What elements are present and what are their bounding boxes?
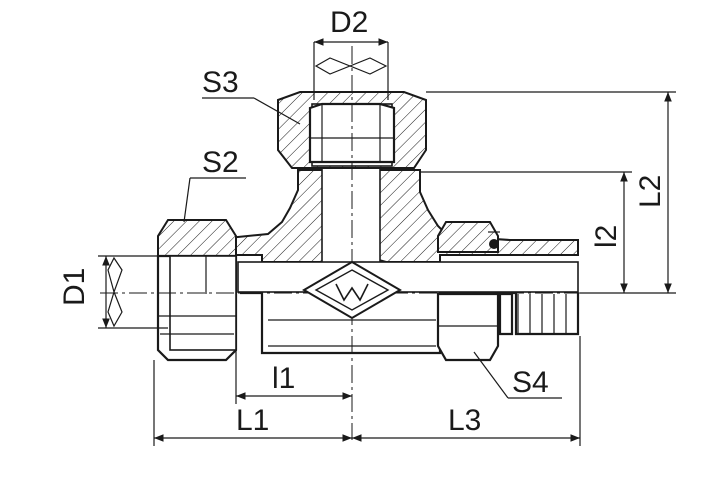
run-bore [237, 261, 579, 293]
label-small-l1: l1 [272, 362, 295, 395]
dimension-small-l1: l1 [235, 350, 352, 404]
label-s2: S2 [202, 146, 239, 179]
dimension-small-l2: l2 [420, 171, 632, 293]
label-s4: S4 [512, 366, 549, 399]
label-s3: S3 [202, 66, 239, 99]
label-l3: L3 [448, 404, 481, 437]
dimension-d2: D2 [313, 6, 389, 100]
w-diamond-logo-icon [302, 260, 402, 320]
label-d1: D1 [58, 268, 91, 306]
dimension-d1: D1 [58, 255, 168, 329]
callout-s4: S4 [473, 351, 562, 399]
label-d2: D2 [330, 6, 368, 39]
callout-s3: S3 [202, 66, 301, 125]
dimension-l3: L3 [352, 336, 581, 446]
left-swivel-nut [156, 219, 238, 362]
dimension-l1: L1 [153, 360, 352, 446]
label-l1: L1 [236, 404, 269, 437]
branch-bore [321, 167, 381, 265]
label-small-l2: l2 [590, 225, 623, 248]
callout-s2: S2 [183, 146, 246, 223]
dimension-l2: L2 [426, 91, 676, 294]
right-stud-end [436, 221, 578, 362]
label-l2: L2 [634, 175, 667, 208]
